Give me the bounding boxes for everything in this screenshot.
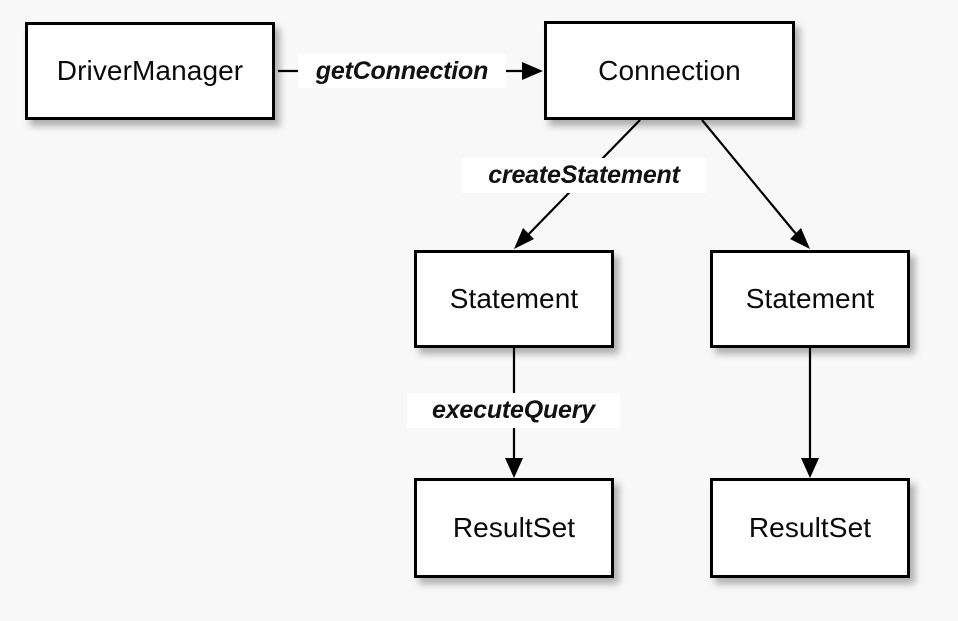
edge-connection-statement-right [701,119,810,249]
edge-label-get-connection-text: getConnection [315,56,489,85]
edge-get-connection-arrowhead [522,62,543,80]
node-resultset-left-label: ResultSet [452,512,576,543]
edge-statement-resultset-right-arrowhead [801,458,819,478]
edge-create-statement-arrowhead [514,228,534,249]
node-driver-manager-label: DriverManager [56,55,244,86]
node-resultset-right[interactable]: ResultSet [710,478,910,578]
edge-get-connection [278,62,543,80]
edge-connection-statement-right-line [701,119,802,241]
edge-label-execute-query: executeQuery [407,393,620,428]
node-resultset-left[interactable]: ResultSet [414,478,614,578]
node-statement-left[interactable]: Statement [414,250,614,348]
node-connection-label: Connection [598,54,741,86]
node-statement-left-label: Statement [449,283,579,314]
edge-label-create-statement: createStatement [462,158,706,193]
edge-execute-query-arrowhead [505,458,523,478]
edge-label-execute-query-text: executeQuery [432,396,595,424]
edge-connection-statement-right-arrowhead [790,228,810,249]
edge-statement-resultset-right [801,348,819,478]
node-driver-manager[interactable]: DriverManager [25,22,275,120]
node-resultset-right-label: ResultSet [748,512,872,543]
node-statement-right-label: Statement [745,283,875,314]
edge-label-create-statement-text: createStatement [488,161,680,189]
edge-label-get-connection: getConnection [298,54,506,88]
node-statement-right[interactable]: Statement [710,250,910,348]
node-connection[interactable]: Connection [544,21,795,120]
